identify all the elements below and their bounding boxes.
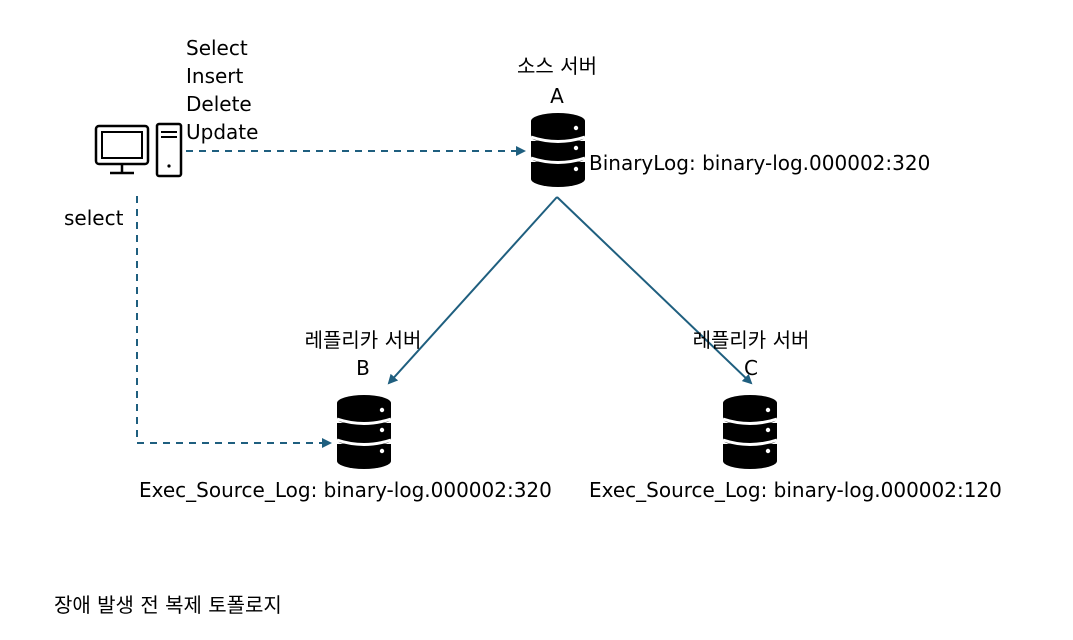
replica-c-log-label: Exec_Source_Log: binary-log.000002:120: [589, 478, 1002, 502]
client-read-label: select: [64, 206, 124, 230]
replication-a-to-c-arrow: [556, 196, 753, 385]
replica-c-title: 레플리카 서버: [692, 328, 810, 352]
replica-b-log-label: Exec_Source_Log: binary-log.000002:320: [139, 478, 552, 502]
replica-b-title: 레플리카 서버: [304, 328, 422, 352]
diagram-caption: 장애 발생 전 복제 토폴로지: [54, 593, 282, 617]
replication-a-to-b-arrow: [387, 196, 558, 385]
replica-c-database-icon: [722, 395, 778, 469]
replica-c-id: C: [744, 356, 758, 380]
client-operation-insert: Insert: [186, 64, 244, 88]
client-to-replica-b-arrow: [136, 196, 332, 448]
replica-b-id: B: [356, 356, 370, 380]
replica-b-database-icon: [336, 395, 392, 469]
client-operation-delete: Delete: [186, 92, 252, 116]
source-server-title: 소스 서버: [517, 54, 597, 78]
client-operation-update: Update: [186, 120, 259, 144]
source-server-id: A: [550, 84, 564, 108]
source-server-log-label: BinaryLog: binary-log.000002:320: [589, 151, 931, 175]
client-operation-select: Select: [186, 36, 248, 60]
client-computer-icon: [94, 122, 183, 178]
source-server-database-icon: [530, 113, 586, 187]
